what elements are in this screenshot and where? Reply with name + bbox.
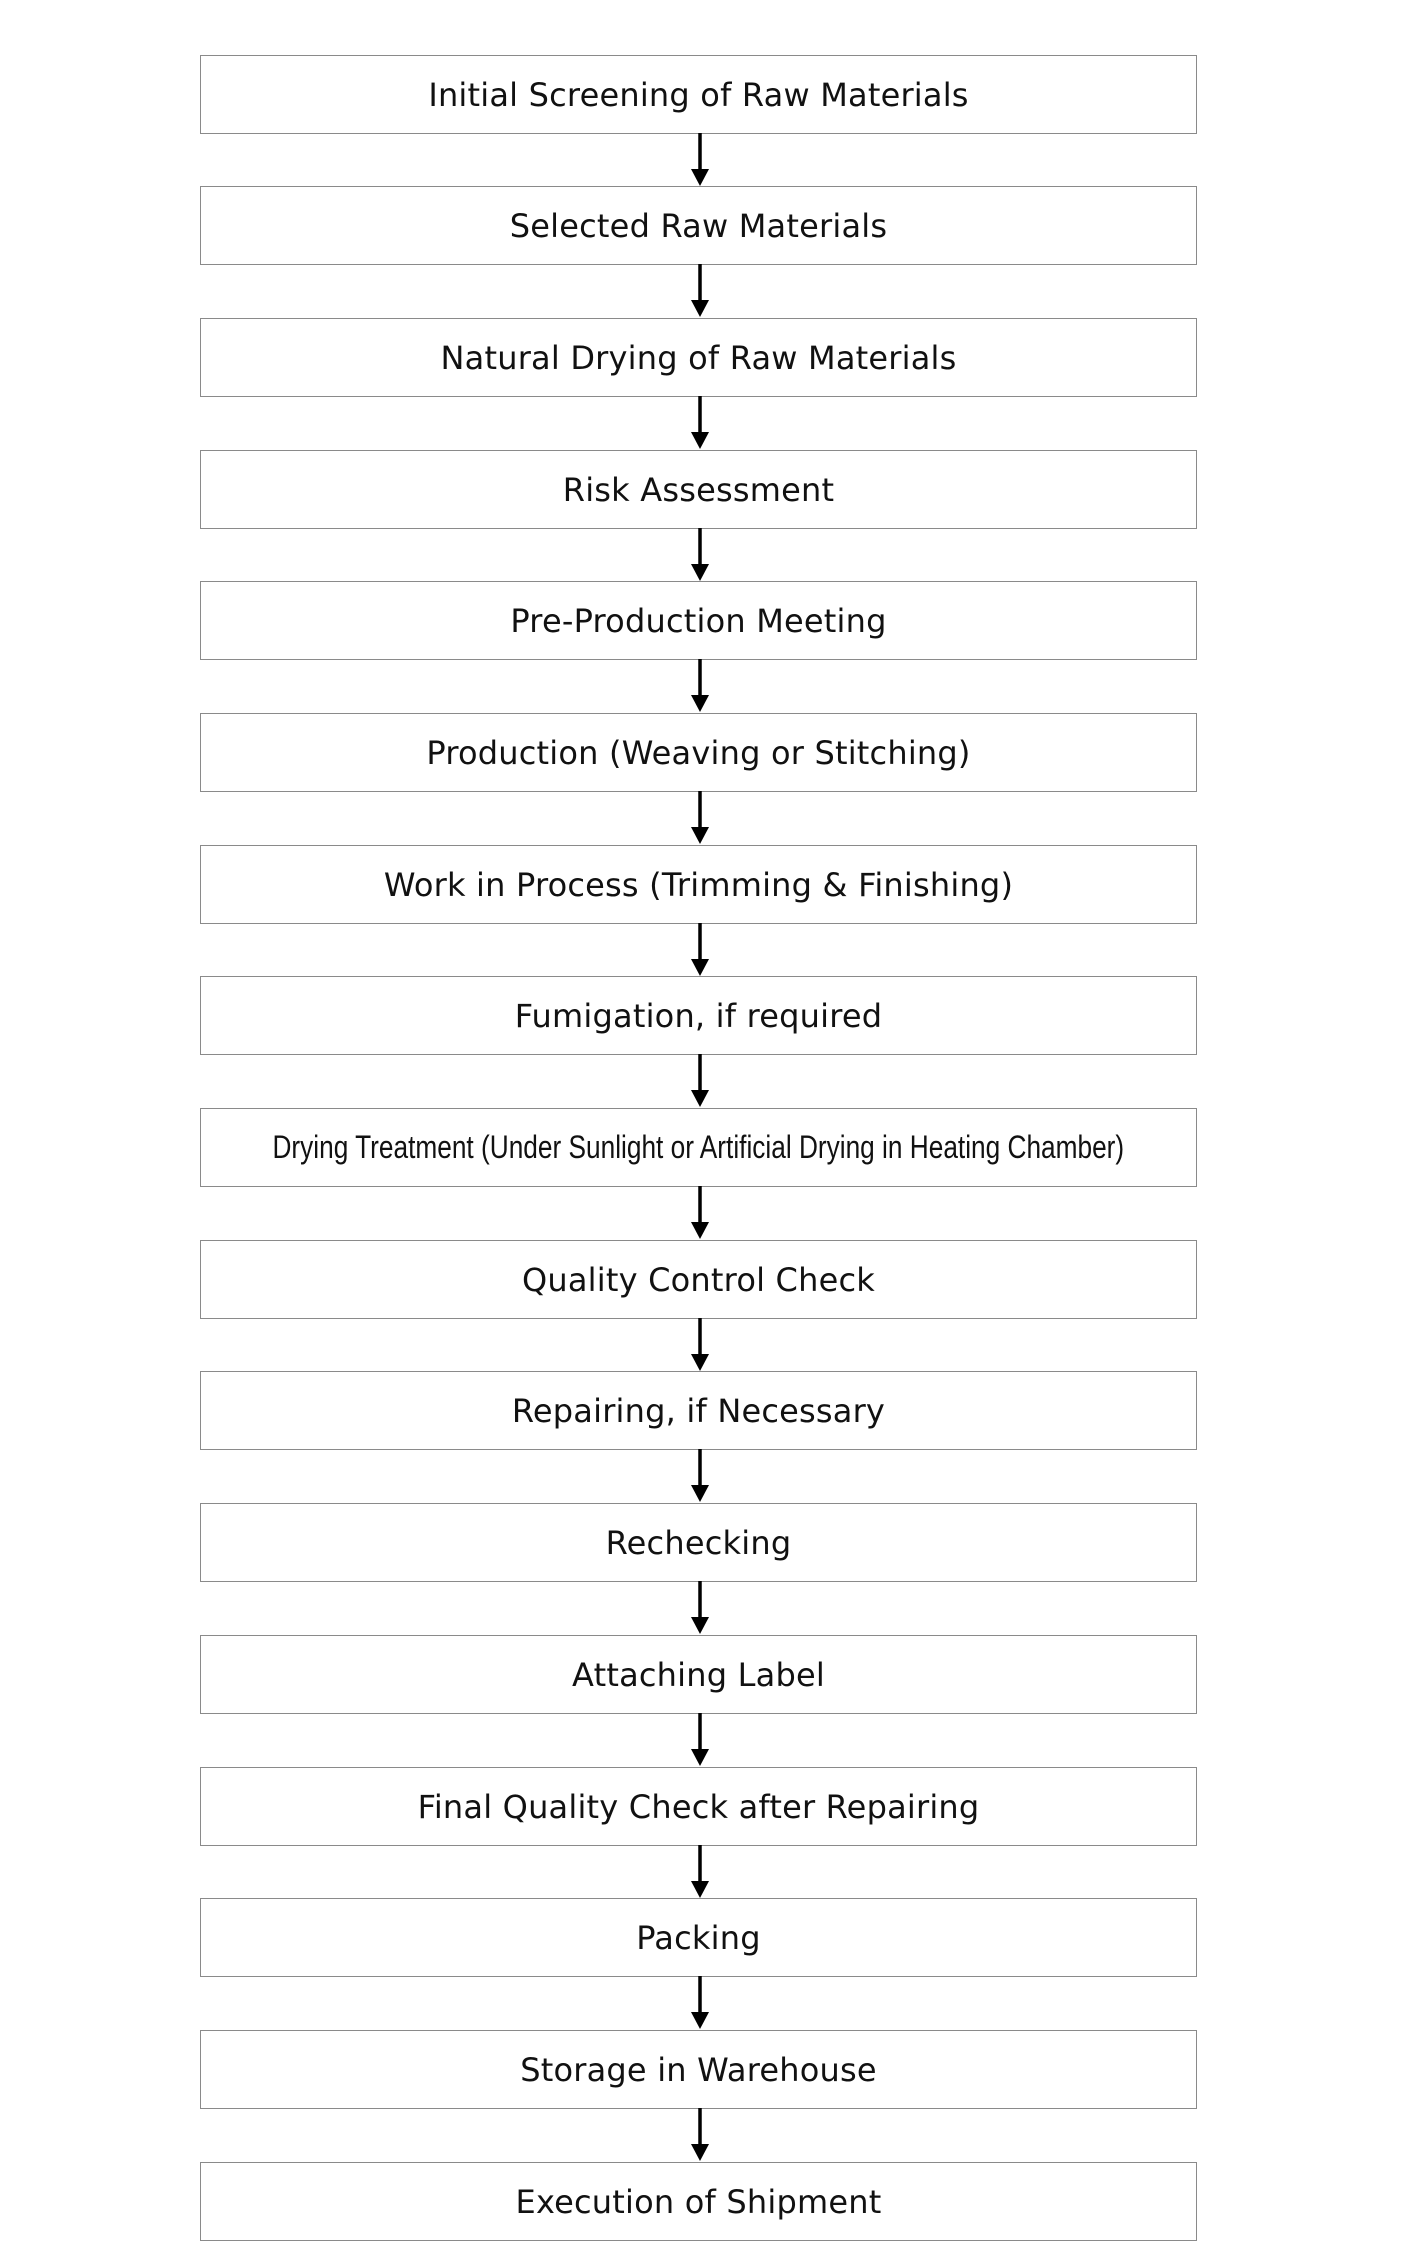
down-arrow-icon xyxy=(680,791,720,845)
down-arrow-icon xyxy=(680,1581,720,1635)
step-label: Quality Control Check xyxy=(522,1260,875,1299)
step-initial-screening: Initial Screening of Raw Materials xyxy=(200,55,1197,134)
down-arrow-icon xyxy=(680,1054,720,1108)
step-natural-drying: Natural Drying of Raw Materials xyxy=(200,318,1197,397)
step-work-in-process: Work in Process (Trimming & Finishing) xyxy=(200,845,1197,924)
step-rechecking: Rechecking xyxy=(200,1503,1197,1582)
down-arrow-icon xyxy=(680,923,720,977)
step-production: Production (Weaving or Stitching) xyxy=(200,713,1197,792)
down-arrow-icon xyxy=(680,396,720,450)
step-risk-assessment: Risk Assessment xyxy=(200,450,1197,529)
step-packing: Packing xyxy=(200,1898,1197,1977)
down-arrow-icon xyxy=(680,1449,720,1503)
step-label: Packing xyxy=(636,1918,761,1957)
step-label: Production (Weaving or Stitching) xyxy=(426,733,971,772)
step-label: Work in Process (Trimming & Finishing) xyxy=(383,865,1014,904)
step-repairing: Repairing, if Necessary xyxy=(200,1371,1197,1450)
step-label: Rechecking xyxy=(605,1523,792,1562)
down-arrow-icon xyxy=(680,659,720,713)
step-selected-raw-materials: Selected Raw Materials xyxy=(200,186,1197,265)
down-arrow-icon xyxy=(680,1976,720,2030)
step-label: Pre-Production Meeting xyxy=(510,601,887,640)
step-label: Repairing, if Necessary xyxy=(511,1391,886,1430)
step-execution-of-shipment: Execution of Shipment xyxy=(200,2162,1197,2241)
step-attaching-label: Attaching Label xyxy=(200,1635,1197,1714)
step-label: Attaching Label xyxy=(572,1655,825,1694)
step-final-quality-check: Final Quality Check after Repairing xyxy=(200,1767,1197,1846)
step-storage-in-warehouse: Storage in Warehouse xyxy=(200,2030,1197,2109)
down-arrow-icon xyxy=(680,264,720,318)
step-label: Final Quality Check after Repairing xyxy=(417,1787,980,1826)
step-label: Natural Drying of Raw Materials xyxy=(440,338,957,377)
step-fumigation: Fumigation, if required xyxy=(200,976,1197,1055)
step-label: Selected Raw Materials xyxy=(509,206,888,245)
step-label: Drying Treatment (Under Sunlight or Arti… xyxy=(272,1129,1125,1165)
down-arrow-icon xyxy=(680,1318,720,1372)
step-label: Execution of Shipment xyxy=(515,2182,882,2221)
step-quality-control-check: Quality Control Check xyxy=(200,1240,1197,1319)
step-pre-production-meeting: Pre-Production Meeting xyxy=(200,581,1197,660)
step-label: Initial Screening of Raw Materials xyxy=(428,75,969,114)
down-arrow-icon xyxy=(680,1845,720,1899)
down-arrow-icon xyxy=(680,133,720,187)
down-arrow-icon xyxy=(680,528,720,582)
step-drying-treatment: Drying Treatment (Under Sunlight or Arti… xyxy=(200,1108,1197,1187)
step-label: Storage in Warehouse xyxy=(520,2050,877,2089)
step-label: Fumigation, if required xyxy=(514,996,883,1035)
down-arrow-icon xyxy=(680,2108,720,2162)
down-arrow-icon xyxy=(680,1713,720,1767)
down-arrow-icon xyxy=(680,1186,720,1240)
step-label: Risk Assessment xyxy=(562,470,835,509)
